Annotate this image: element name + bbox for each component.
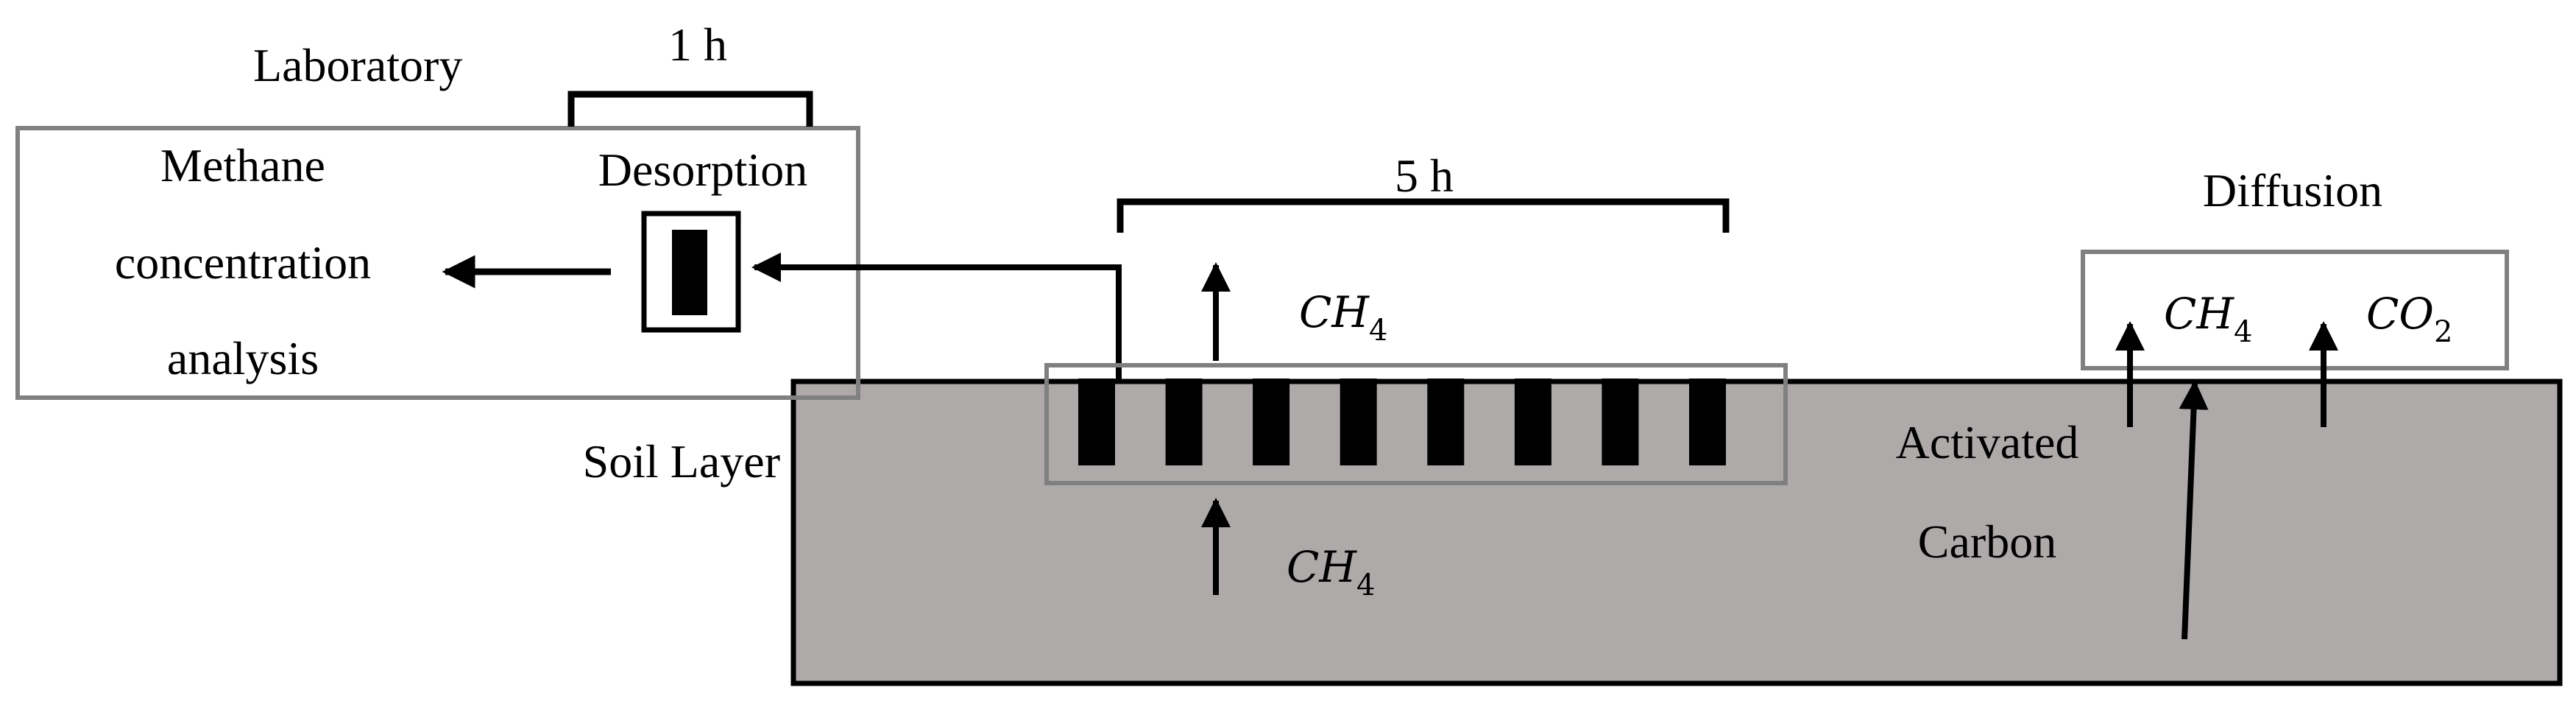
desorption-label: Desorption xyxy=(598,144,807,196)
lab-time-bracket xyxy=(567,91,813,127)
activated-carbon-sampler xyxy=(1514,379,1551,465)
methane-label-line-3: analysis xyxy=(167,332,319,384)
ch4-label-below: CH4 xyxy=(1287,542,1375,602)
field-time-label: 5 h xyxy=(1395,149,1454,202)
activated-carbon-label-line-1: Activated xyxy=(1896,416,2079,468)
lab-time-label: 1 h xyxy=(668,18,727,71)
soil-layer-label: Soil Layer xyxy=(583,435,780,487)
activated-carbon-sampler xyxy=(1689,379,1726,465)
activated-carbon-sampler xyxy=(1340,379,1377,465)
field-time-bracket xyxy=(1117,198,1730,233)
activated-carbon-sampler xyxy=(1253,379,1290,465)
activated-carbon-sampler xyxy=(1078,379,1115,465)
laboratory-box xyxy=(15,126,860,400)
activated-carbon-sampler xyxy=(1427,379,1465,465)
ch4-diffusion-label: CH4 xyxy=(2164,289,2252,349)
methane-label-line-1: Methane xyxy=(160,139,325,191)
activated-carbon-label-line-2: Carbon xyxy=(1918,515,2056,568)
sampler-region-box xyxy=(1044,363,1788,485)
activated-carbon-samplers xyxy=(1078,379,1726,465)
desorption-cartridge-carbon xyxy=(672,230,707,315)
co2-diffusion-label: CO2 xyxy=(2366,289,2452,349)
long-diffusion-arrow xyxy=(2179,380,2209,640)
ch4-label-above: CH4 xyxy=(1299,287,1387,348)
activated-carbon-sampler xyxy=(1602,379,1639,465)
laboratory-label: Laboratory xyxy=(253,39,462,91)
methane-label-line-2: concentration xyxy=(115,236,371,289)
diffusion-label: Diffusion xyxy=(2203,164,2382,217)
soil-layer xyxy=(790,379,2563,686)
transfer-path-arrow xyxy=(751,253,1122,383)
diffusion-box xyxy=(2081,250,2509,370)
activated-carbon-sampler xyxy=(1165,379,1203,465)
